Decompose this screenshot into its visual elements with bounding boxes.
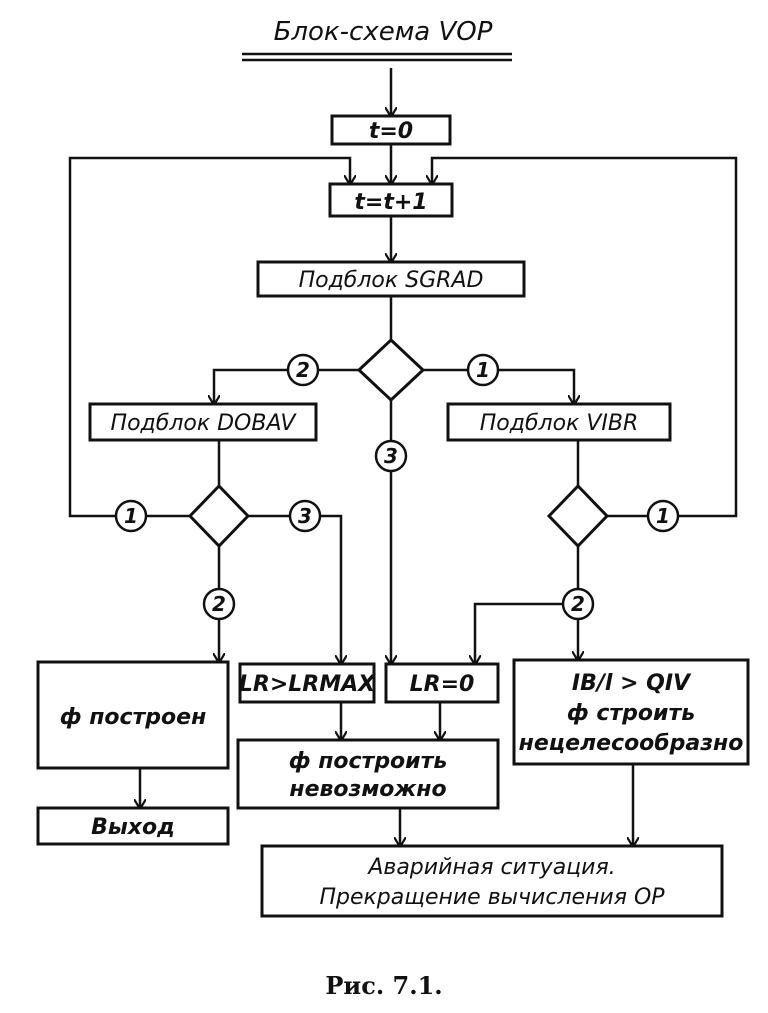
block-ib-line2: ф строить [567, 701, 695, 726]
branch-sgrad-right-label: 1 [476, 358, 490, 382]
loop-right-line [432, 156, 738, 518]
branch-vibr-right-circle [646, 499, 680, 533]
branch-dobav-right-circle [288, 499, 322, 533]
branch-dobav-left-label: 1 [124, 504, 138, 528]
decision-sgrad [356, 337, 426, 403]
branch-dobav-right-line [248, 514, 341, 664]
block-dobav-label: Подблок DOBAV [111, 411, 298, 436]
block-emergency [260, 844, 724, 918]
branch-dobav-down-label: 2 [212, 592, 226, 616]
branch-dobav-right-label: 3 [298, 504, 312, 528]
block-impossible [236, 738, 500, 810]
diagram-title: Блок-схема VOP [274, 17, 493, 47]
block-ib [512, 658, 750, 766]
block-t0-label: t=0 [369, 119, 413, 144]
block-tinc-label: t=t+1 [354, 190, 427, 215]
block-ib-line3: нецелесообразно [519, 731, 744, 756]
block-vibr [446, 402, 672, 442]
branch-sgrad-right-line [423, 368, 574, 404]
branch-sgrad-left-line [214, 368, 359, 404]
block-built [36, 660, 230, 770]
branch-sgrad-left-label: 2 [296, 358, 310, 382]
branch-sgrad-right-circle [466, 353, 500, 387]
block-sgrad [256, 260, 526, 298]
block-impossible-line2: невозможно [289, 777, 446, 802]
block-lrmax-label: LR>LRMAX [239, 672, 376, 697]
block-vibr-label: Подблок VIBR [480, 411, 639, 436]
block-sgrad-label: Подблок SGRAD [299, 268, 484, 293]
decision-vibr [546, 483, 610, 549]
block-t0 [330, 114, 452, 146]
block-lr0 [384, 662, 500, 704]
branch-sgrad-down-circle [374, 439, 408, 473]
block-exit [36, 806, 230, 846]
branch-sgrad-down-label: 3 [384, 444, 398, 468]
branch-vibr-down-circle [561, 587, 595, 621]
block-lrmax [238, 662, 376, 704]
figure-caption: Рис. 7.1. [325, 971, 442, 1000]
block-emergency-line2: Прекращение вычисления OP [319, 885, 665, 910]
block-impossible-line1: ф построить [289, 749, 448, 774]
branch-sgrad-left-circle [286, 353, 320, 387]
block-built-label: ф построен [60, 705, 207, 730]
block-ib-line1: IB/l > QIV [572, 671, 692, 696]
branch-vibr-right-label: 1 [656, 504, 670, 528]
block-emergency-line1: Аварийная ситуация. [366, 855, 615, 880]
branch-dobav-left-circle [114, 499, 148, 533]
block-dobav [88, 402, 318, 442]
loop-left-line [68, 156, 350, 518]
decision-dobav [187, 483, 251, 549]
block-lr0-label: LR=0 [410, 672, 475, 697]
branch-dobav-down-circle [202, 587, 236, 621]
branch-vibr-split-line [475, 602, 578, 664]
block-exit-label: Выход [91, 815, 175, 840]
branch-vibr-down-label: 2 [571, 592, 585, 616]
